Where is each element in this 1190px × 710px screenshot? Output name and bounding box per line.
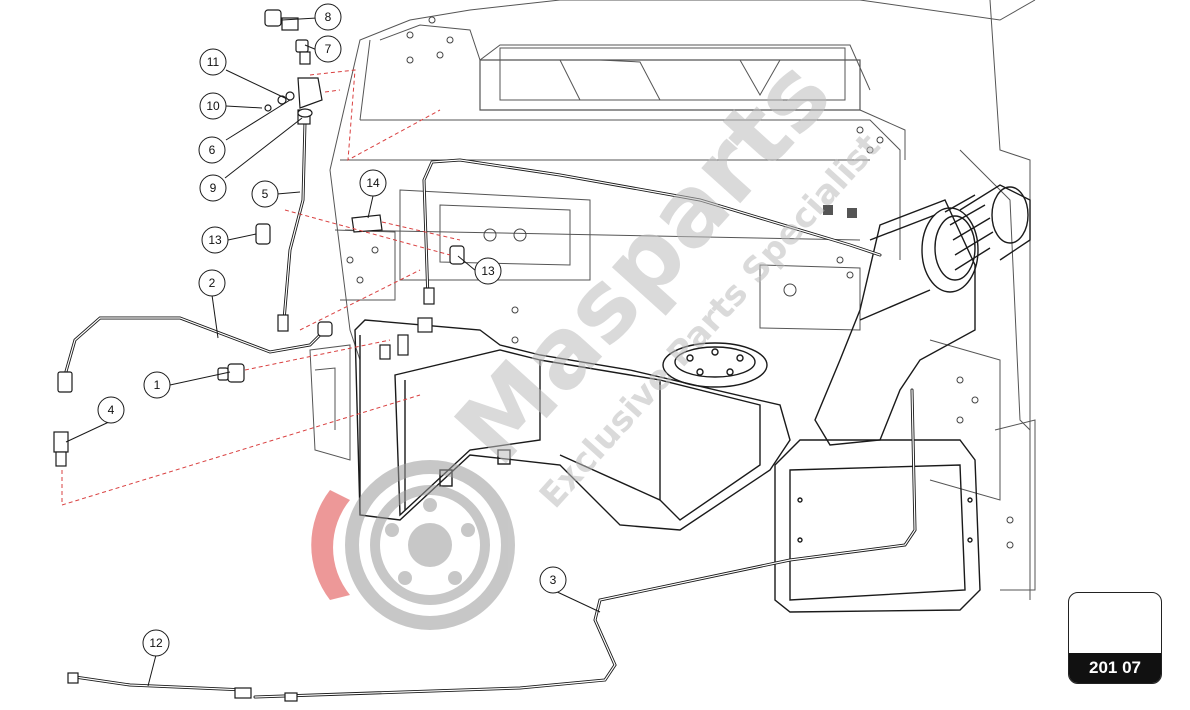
marker-squares: [823, 205, 857, 218]
bolt-holes: [346, 16, 1014, 549]
callout-number: 11: [207, 55, 220, 69]
callout-circle: [143, 371, 171, 399]
callout-11: 11: [199, 48, 227, 76]
callout-10: 10: [199, 92, 227, 120]
callout-circle: [199, 48, 227, 76]
callout-14: 14: [359, 169, 387, 197]
callout-number: 9: [210, 181, 217, 195]
callout-13a: 13: [201, 226, 229, 254]
callout-4: 4: [97, 396, 125, 424]
page-reference-box: 201 07: [1068, 592, 1162, 684]
callout-circle: [199, 174, 227, 202]
callout-2: 2: [198, 269, 226, 297]
callout-leaders: [65, 17, 601, 687]
callout-number: 2: [209, 276, 216, 290]
callout-number: 14: [366, 176, 380, 190]
fittings: [53, 9, 465, 702]
callout-circle: [314, 35, 342, 63]
watermark-wheel-icon: [311, 460, 515, 630]
callout-number: 7: [325, 42, 332, 56]
right-tank: [774, 439, 981, 613]
callout-circle: [314, 3, 342, 31]
callout-9: 9: [199, 174, 227, 202]
callout-number: 13: [481, 264, 495, 278]
callout-circle: [142, 629, 170, 657]
watermark: Masparts Exclusive Parts Specialist: [311, 38, 889, 630]
callout-number: 3: [550, 573, 557, 587]
callout-number: 5: [262, 187, 269, 201]
filler-neck: [814, 184, 1031, 446]
callout-number: 4: [108, 403, 115, 417]
fuel-lines-inner: [64, 121, 916, 698]
callout-circle: [198, 269, 226, 297]
callout-circle: [359, 169, 387, 197]
callout-circle: [474, 257, 502, 285]
callout-circle: [201, 226, 229, 254]
callout-number: 6: [209, 143, 216, 157]
callout-5: 5: [251, 180, 279, 208]
callout-number: 13: [208, 233, 222, 247]
leader-lines: [61, 69, 461, 506]
callout-number: 10: [206, 99, 220, 113]
callout-circle: [199, 92, 227, 120]
callout-number: 12: [149, 636, 163, 650]
callout-circle: [251, 180, 279, 208]
callout-13b: 13: [474, 257, 502, 285]
callout-number: 1: [154, 378, 161, 392]
callout-8: 8: [314, 3, 342, 31]
callout-circle: [198, 136, 226, 164]
callout-1: 1: [143, 371, 171, 399]
callout-7: 7: [314, 35, 342, 63]
callout-number: 8: [325, 10, 332, 24]
page-reference-label: 201 07: [1069, 653, 1161, 683]
callout-3: 3: [539, 566, 567, 594]
callout-12: 12: [142, 629, 170, 657]
callout-circle: [97, 396, 125, 424]
callout-6: 6: [198, 136, 226, 164]
callout-circle: [539, 566, 567, 594]
